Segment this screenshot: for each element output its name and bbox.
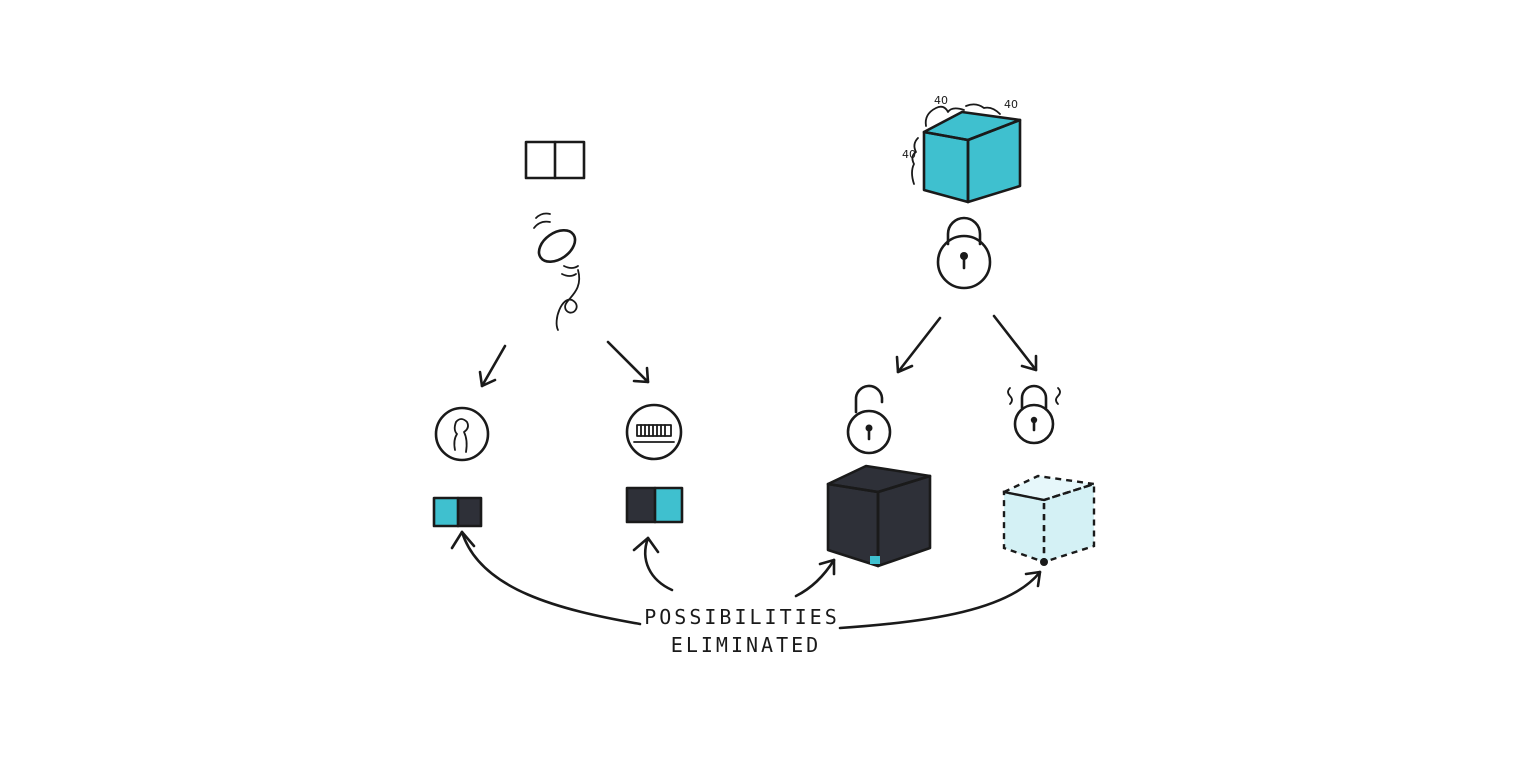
caption-line-2: ELIMINATED xyxy=(671,633,821,657)
cube-depth-label: 40 xyxy=(934,94,948,107)
eliminated-arrow-3 xyxy=(794,558,836,598)
arrow-to-unlocked xyxy=(895,316,942,374)
arrow-to-tails xyxy=(606,340,650,384)
eliminated-arrow-2 xyxy=(632,536,674,592)
coin-heads-icon xyxy=(434,406,490,462)
cube-width-label: 40 xyxy=(1004,98,1018,111)
closed-padlock-icon xyxy=(936,216,992,290)
eliminated-arrow-1 xyxy=(450,530,642,626)
coin-tails-icon xyxy=(625,403,683,461)
flipping-coin-icon xyxy=(533,212,581,331)
outcome-box-right-cyan-icon xyxy=(625,486,684,524)
cyan-cube-icon xyxy=(922,110,1022,204)
arrow-to-heads xyxy=(478,344,507,388)
cube-dimension-marks: 40 40 40 xyxy=(902,94,1018,185)
outcome-box-left-cyan-icon xyxy=(432,496,483,528)
arrow-to-locked xyxy=(992,314,1038,372)
two-cell-box-top-icon xyxy=(524,140,586,180)
caption-line-1: POSSIBILITIES xyxy=(644,605,840,629)
cube-height-label: 40 xyxy=(902,148,916,161)
eliminated-arrow-4 xyxy=(838,570,1042,630)
shaking-padlock-icon xyxy=(1007,384,1061,445)
open-padlock-icon xyxy=(846,384,892,455)
caption: POSSIBILITIES ELIMINATED xyxy=(644,605,840,657)
dark-cube-icon xyxy=(826,464,932,568)
ghost-cube-icon xyxy=(1002,474,1096,566)
